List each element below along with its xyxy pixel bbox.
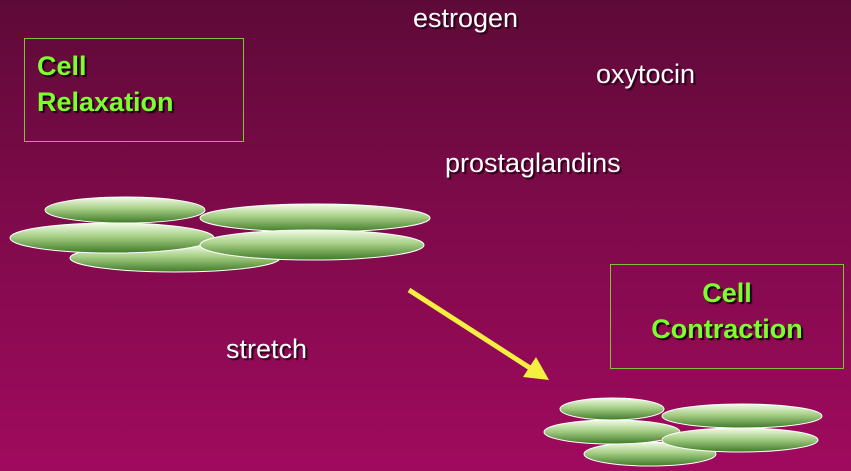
contracted-cell: [662, 404, 822, 428]
relaxed-cell: [200, 230, 424, 260]
contracted-cell: [560, 398, 664, 420]
relaxed-cell: [45, 197, 205, 223]
arrow-icon: [409, 290, 549, 380]
contracted-cell: [662, 428, 818, 452]
relaxed-cell-cluster: [10, 197, 430, 272]
relaxed-cell: [10, 223, 214, 253]
relaxed-cell: [200, 204, 430, 232]
contracted-cell-cluster: [544, 398, 822, 466]
contracted-cell: [544, 420, 680, 444]
